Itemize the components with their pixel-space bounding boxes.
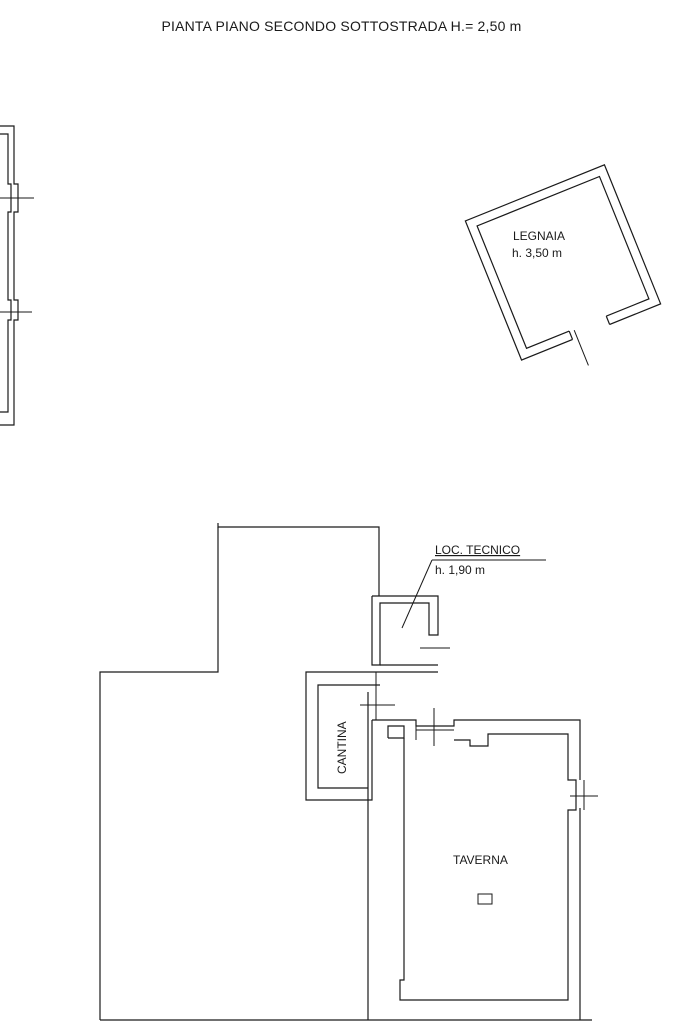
room-cantina <box>305 671 395 801</box>
door-swing-legnaia <box>573 329 589 366</box>
left-wall-strip <box>0 125 34 426</box>
room-legnaia <box>464 164 662 366</box>
room-loc-tecnico <box>371 559 546 673</box>
cantina-label: CANTINA <box>335 721 349 774</box>
legnaia-height: h. 3,50 m <box>512 246 562 260</box>
column-mark <box>477 893 493 905</box>
taverna-label: TAVERNA <box>453 853 508 867</box>
leader-pointer-tecnico <box>401 559 433 629</box>
loc-tecnico-height: h. 1,90 m <box>435 563 485 577</box>
room-taverna <box>372 708 598 1020</box>
loc-tecnico-label: LOC. TECNICO <box>435 543 520 557</box>
plan-title: PIANTA PIANO SECONDO SOTTOSTRADA H.= 2,5… <box>161 18 522 34</box>
building-outline <box>99 523 592 1021</box>
legnaia-label: LEGNAIA <box>513 229 565 243</box>
